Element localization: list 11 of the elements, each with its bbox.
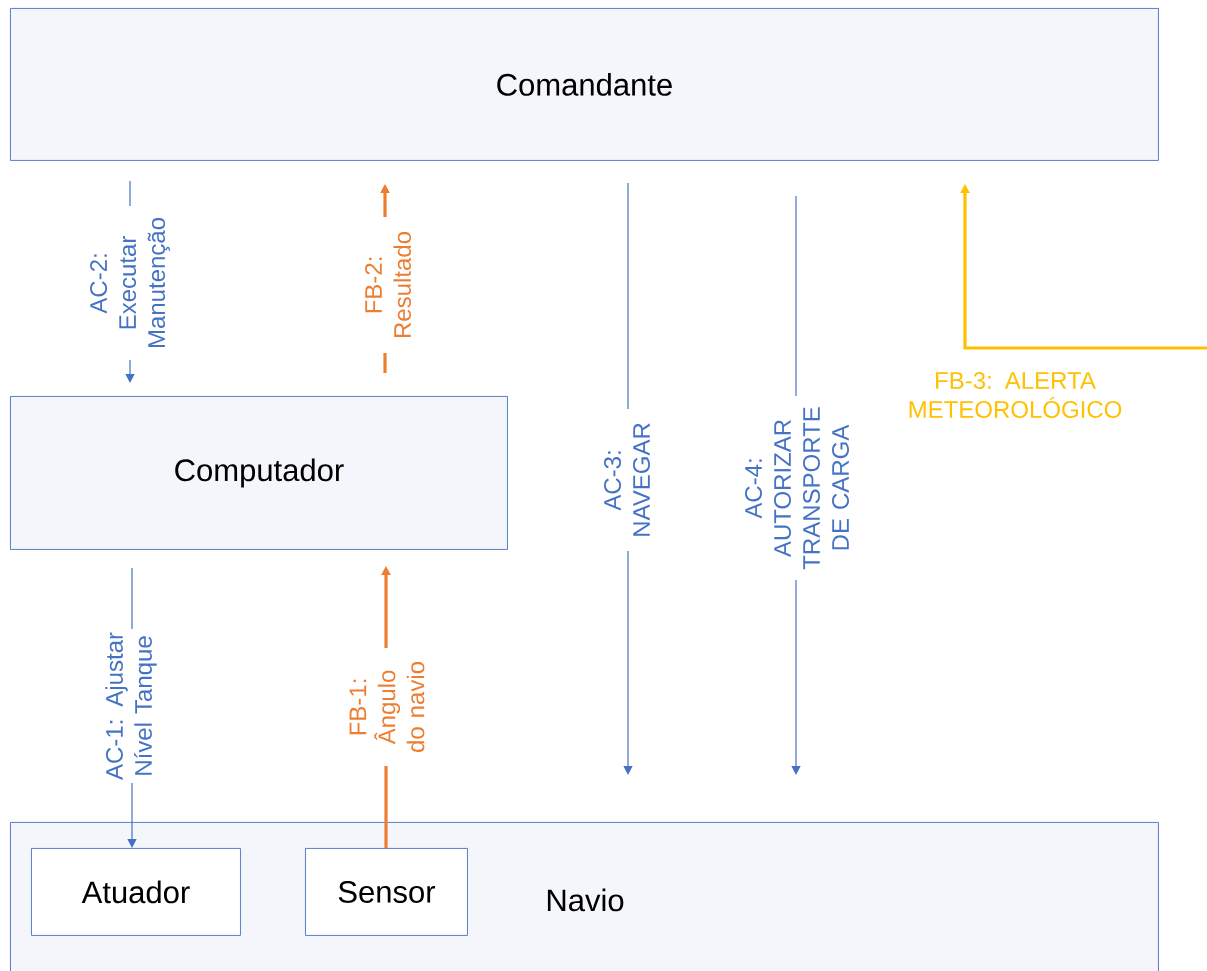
edge-label: AC-4: AUTORIZAR TRANSPORTE DE CARGA xyxy=(743,396,851,580)
edge-label: AC-1: Ajustar Nível Tanque xyxy=(103,629,159,783)
edge-label: FB-3: ALERTA METEOROLÓGICO xyxy=(909,372,1122,418)
edge-label: FB-1: Ângulo do navio xyxy=(347,648,427,766)
edge-label: FB-2: Resultado xyxy=(363,217,413,353)
commander-box: Comandante xyxy=(10,7,1159,161)
computer-box: Computador xyxy=(10,396,508,550)
edge-label: AC-3: NAVEGAR xyxy=(602,409,652,551)
actuator-box: Atuador xyxy=(31,848,241,936)
sensor-box: Sensor xyxy=(305,848,468,936)
edge-label: AC-2: Executar Manutenção xyxy=(88,206,172,360)
